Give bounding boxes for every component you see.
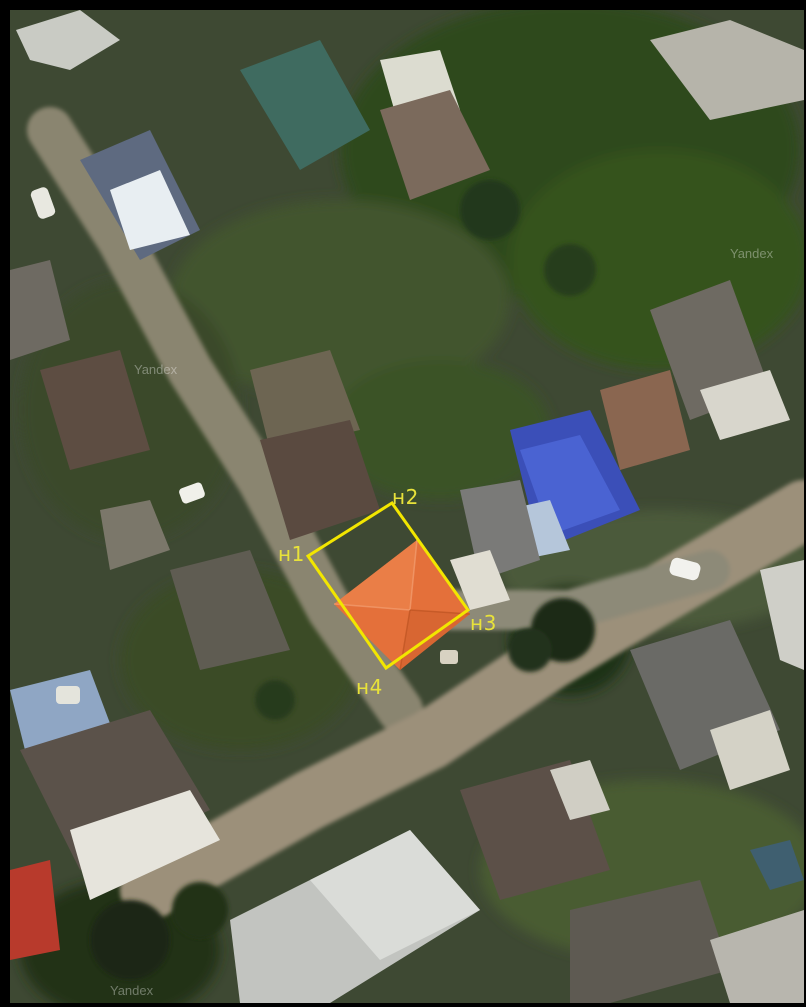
- roof-face-south: [400, 610, 470, 670]
- vertex-label-h4: н4: [356, 675, 383, 699]
- watermark-yandex: Yandex: [134, 362, 178, 377]
- vertex-label-h2: н2: [392, 485, 419, 509]
- vertex-label-h3: н3: [470, 611, 497, 635]
- roof-face-north: [334, 540, 417, 610]
- watermark-yandex: Yandex: [730, 246, 774, 261]
- parcel-boundary[interactable]: [305, 500, 471, 671]
- satellite-map[interactable]: н1 н2 н3 н4 Yandex Yandex Yandex: [10, 10, 804, 1003]
- watermark-yandex: Yandex: [110, 983, 154, 998]
- vertex-label-h1: н1: [278, 542, 305, 566]
- trees-layer: [90, 180, 596, 980]
- buildings-layer: [10, 10, 804, 1003]
- target-building[interactable]: [333, 539, 471, 671]
